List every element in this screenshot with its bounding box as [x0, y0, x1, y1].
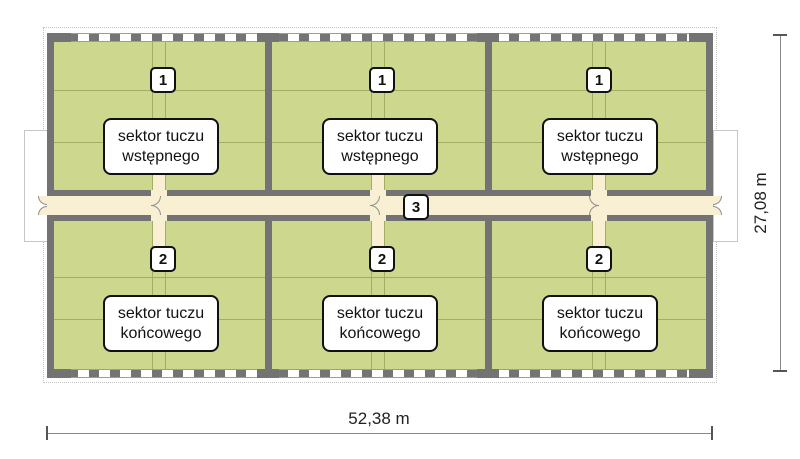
- wall-corner-block: [689, 369, 713, 378]
- dimension-tick: [773, 370, 787, 372]
- feed-alley-line: [384, 42, 385, 190]
- door-opening: [706, 196, 713, 215]
- central-corridor: [54, 196, 706, 215]
- sector-badge: 1: [369, 67, 395, 93]
- door-swing-arc: [38, 206, 47, 215]
- feed-alley: [153, 174, 165, 190]
- dimension-tick: [46, 426, 48, 440]
- feed-alley: [372, 174, 384, 190]
- wall-junction-block: [477, 369, 499, 378]
- wall-junction-block: [257, 33, 279, 42]
- wall-junction-block: [257, 369, 279, 378]
- sector-badge: 1: [150, 67, 176, 93]
- feed-alley-line: [371, 42, 372, 190]
- door-opening: [151, 190, 167, 196]
- sector-badge: 1: [586, 67, 612, 93]
- dimension-label-height: 27,08 m: [751, 172, 770, 234]
- feed-alley: [593, 174, 605, 190]
- feed-alley: [153, 221, 165, 246]
- door-opening: [370, 215, 386, 221]
- pen-divider-line: [492, 277, 706, 278]
- sector-label: sektor tuczu końcowego: [542, 295, 658, 352]
- platform-left: [24, 130, 49, 242]
- sector-badge: 2: [586, 246, 612, 272]
- door-opening: [591, 190, 607, 196]
- door-opening: [47, 196, 54, 215]
- pen-divider-line: [272, 277, 485, 278]
- dimension-line-height: [780, 35, 781, 372]
- window-wall-bottom: [47, 369, 713, 378]
- dimension-label-width: 52,38 m: [348, 409, 410, 428]
- wall-junction-block: [477, 33, 499, 42]
- dimension-tick: [711, 426, 713, 440]
- sector-badge: 2: [369, 246, 395, 272]
- sector-badge: 2: [150, 246, 176, 272]
- sector-label: sektor tuczu wstępnego: [322, 118, 438, 175]
- feed-alley: [372, 221, 384, 246]
- sector-label: sektor tuczu końcowego: [103, 295, 219, 352]
- dimension-tick: [773, 34, 787, 36]
- door-opening: [591, 215, 607, 221]
- wall-corner-block: [689, 33, 713, 42]
- sector-label: sektor tuczu wstępnego: [103, 118, 219, 175]
- feed-alley-line: [152, 42, 153, 190]
- wall-corner-block: [47, 369, 71, 378]
- sector-label: sektor tuczu wstępnego: [542, 118, 658, 175]
- platform-right: [713, 130, 738, 242]
- door-opening: [151, 215, 167, 221]
- sector-label: sektor tuczu końcowego: [322, 295, 438, 352]
- window-wall-top: [47, 33, 713, 42]
- pen-divider-line: [54, 277, 265, 278]
- feed-alley-line: [592, 42, 593, 190]
- feed-alley-line: [605, 42, 606, 190]
- corridor-badge: 3: [403, 194, 429, 220]
- door-opening: [370, 190, 386, 196]
- door-swing-arc: [589, 205, 599, 215]
- wall-corner-block: [47, 33, 71, 42]
- dimension-line-width: [47, 433, 712, 434]
- feed-alley: [593, 221, 605, 246]
- feed-alley-line: [165, 42, 166, 190]
